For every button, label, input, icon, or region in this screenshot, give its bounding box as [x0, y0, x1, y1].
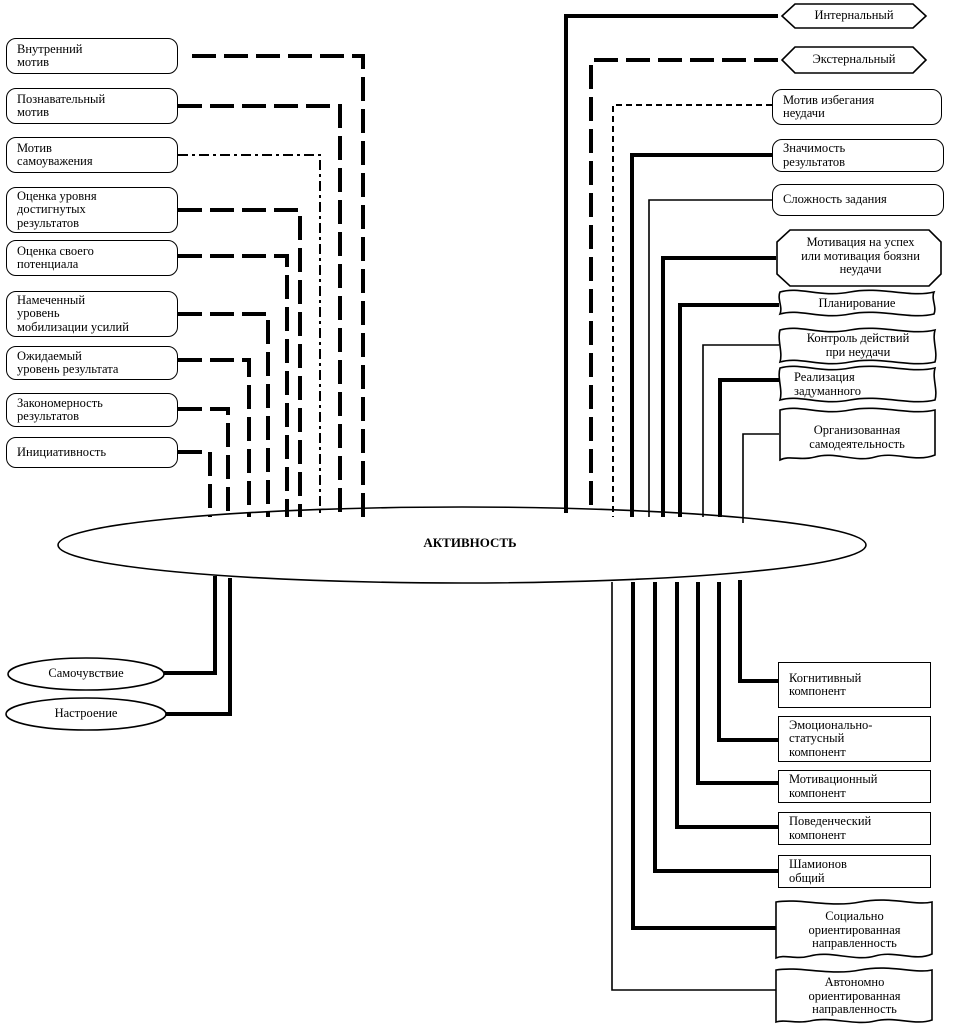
internal-box-shape — [780, 3, 928, 29]
connector-social-orientation — [631, 582, 776, 930]
connector-own-potential — [178, 254, 289, 517]
emotional-status-component-box: Эмоционально- статусный компонент — [778, 716, 931, 762]
connector-organized-activity — [742, 433, 779, 523]
connector-result-significance — [630, 153, 772, 517]
connector-planning — [678, 303, 779, 517]
result-significance-box: Значимость результатов — [772, 139, 944, 172]
failure-avoidance-box: Мотив избегания неудачи — [772, 89, 942, 125]
motivational-component-box: Мотивационный компонент — [778, 770, 931, 803]
activity-label: АКТИВНОСТЬ — [423, 535, 517, 550]
connector-task-difficulty — [648, 199, 772, 517]
expected-result-box: Ожидаемый уровень результата — [6, 346, 178, 380]
connector-behavioral-component — [675, 582, 778, 829]
connector-internal-motive — [192, 54, 365, 517]
connector-realization — [718, 378, 779, 517]
social-orientation-label: Социально ориентированная направленность — [808, 909, 901, 950]
connector-shamionov-general — [653, 582, 778, 873]
connector-initiative — [178, 450, 212, 517]
own-potential-box: Оценка своего потенциала — [6, 240, 178, 276]
connector-action-control — [702, 344, 779, 517]
realization-label: Реализация задуманного — [794, 370, 861, 398]
task-difficulty-box: Сложность задания — [772, 184, 944, 216]
initiative-box: Инициативность — [6, 437, 178, 468]
internal-motive-box: Внутренний мотив — [6, 38, 178, 74]
connector-internal — [564, 14, 778, 513]
connector-external — [589, 58, 778, 513]
self-esteem-motive-box: Мотив самоуважения — [6, 137, 178, 173]
connector-autonomous-orientation — [611, 582, 776, 991]
cognitive-component-box: Когнитивный компонент — [778, 662, 931, 708]
regularity-results-box: Закономерность результатов — [6, 393, 178, 427]
mood-ellipse — [5, 697, 167, 731]
connector-achieved-results — [178, 208, 302, 517]
wellbeing-label: Самочувствие — [48, 666, 124, 680]
planning-box-shape — [778, 289, 936, 317]
connector-cognitive-motive — [178, 104, 342, 517]
planning-label: Планирование — [818, 296, 896, 310]
connector-mobilization-level — [178, 312, 270, 517]
autonomous-orientation-label: Автономно ориентированная направленность — [808, 975, 901, 1016]
connector-regularity-results — [178, 407, 230, 517]
mobilization-level-box: Намеченный уровень мобилизации усилий — [6, 291, 178, 337]
connector-emotional-component — [717, 582, 778, 742]
social-orientation-box-shape — [775, 899, 933, 960]
wellbeing-ellipse — [7, 657, 165, 691]
autonomous-orientation-box-shape — [775, 967, 933, 1024]
connector-motivational-component — [696, 582, 778, 785]
achieved-results-box: Оценка уровня достигнутых результатов — [6, 187, 178, 233]
action-control-box-shape — [778, 327, 937, 365]
organized-activity-label: Организованная самодеятельность — [809, 423, 905, 451]
connector-failure-avoidance — [612, 104, 772, 517]
connector-success-motivation — [661, 256, 776, 517]
internal-label: Интернальный — [814, 8, 894, 22]
connector-mood — [166, 578, 232, 716]
organized-activity-box-shape — [779, 407, 936, 462]
action-control-label: Контроль действий при неудачи — [806, 331, 910, 359]
external-label: Экстернальный — [812, 52, 896, 66]
activity-ellipse — [57, 506, 867, 584]
success-motivation-shape — [776, 229, 942, 287]
connector-wellbeing — [164, 576, 217, 675]
mood-label: Настроение — [54, 706, 118, 720]
success-motivation-label: Мотивация на успех или мотивация боязни … — [801, 235, 920, 276]
behavioral-component-box: Поведенческий компонент — [778, 812, 931, 845]
connector-cognitive-component — [738, 580, 778, 683]
cognitive-motive-box: Познавательный мотив — [6, 88, 178, 124]
connector-expected-result — [178, 358, 251, 517]
connector-self-esteem-motive — [178, 154, 321, 517]
shamionov-general-box: Шамионов общий — [778, 855, 931, 888]
external-box-shape — [780, 46, 928, 74]
realization-box-shape — [778, 365, 937, 403]
